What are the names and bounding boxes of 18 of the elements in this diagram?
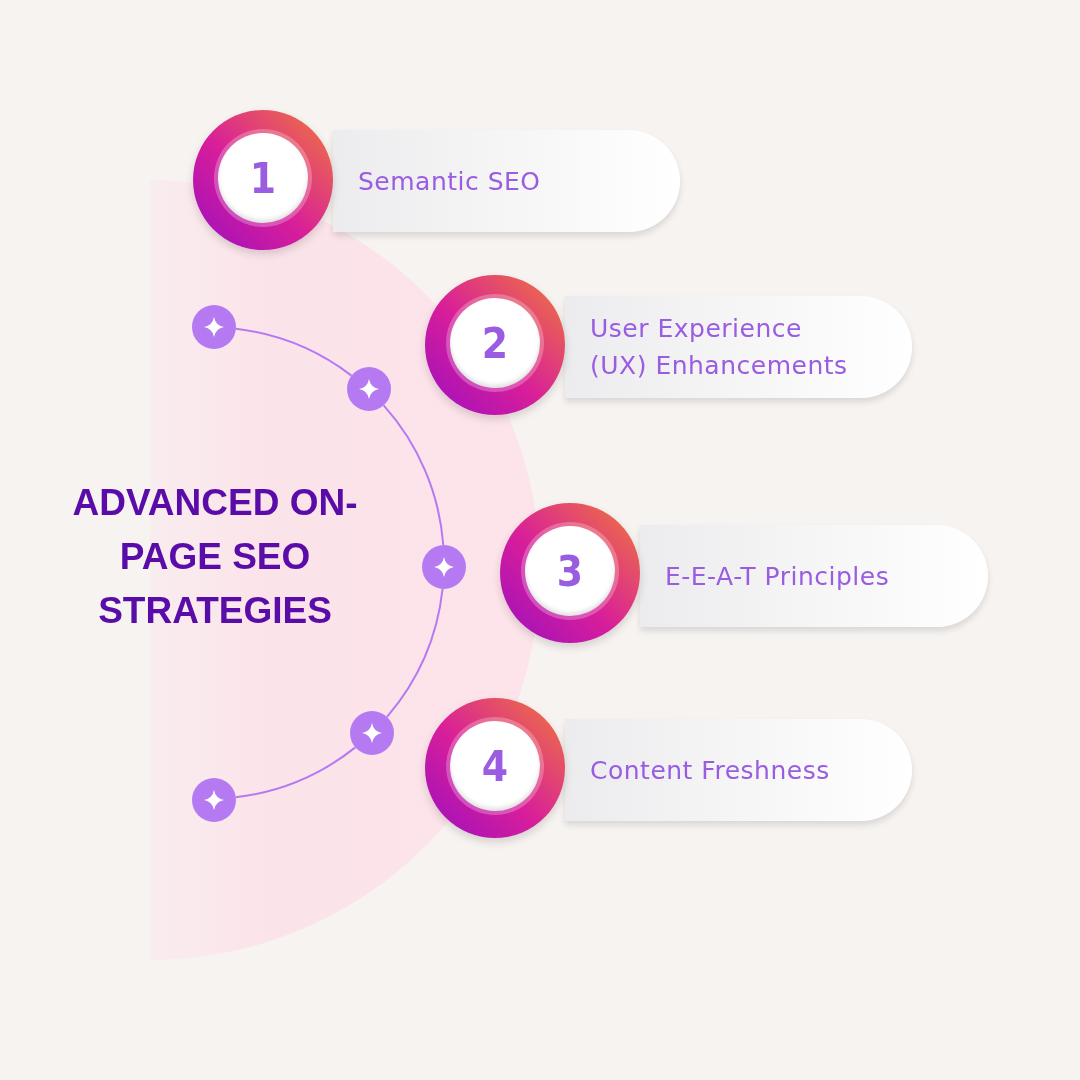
item-card xyxy=(333,130,680,232)
step-number: 2 xyxy=(481,318,509,368)
item-label: Semantic SEO xyxy=(358,165,541,198)
step-number: 3 xyxy=(556,546,584,596)
item-label: Content Freshness xyxy=(590,754,830,787)
title: ADVANCED ON-PAGE SEO STRATEGIES xyxy=(71,481,359,633)
item-label: E-E-A-T Principles xyxy=(665,560,890,593)
item-card xyxy=(640,525,988,627)
step-number: 1 xyxy=(249,153,277,203)
number-ring xyxy=(425,275,565,415)
step-number: 4 xyxy=(481,741,509,791)
connector-line xyxy=(382,404,445,546)
item-card xyxy=(565,296,912,398)
connector-line xyxy=(386,587,444,718)
connector-line xyxy=(234,327,353,377)
item-card xyxy=(565,719,912,821)
item-label: User Experience (UX) Enhancements xyxy=(590,313,849,382)
connector-line xyxy=(234,746,357,799)
